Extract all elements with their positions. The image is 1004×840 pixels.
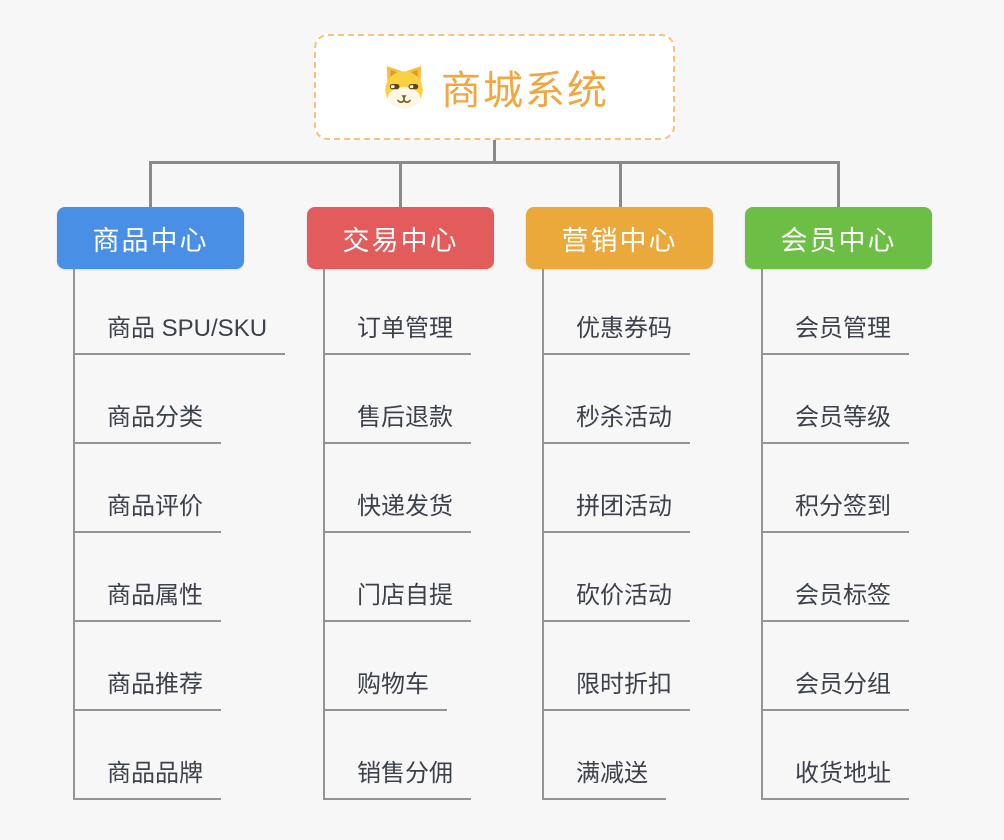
- branch-node-trade-center[interactable]: 交易中心: [307, 207, 494, 269]
- leaf-topic[interactable]: 优惠券码: [544, 269, 690, 355]
- connector-root-stub: [493, 140, 496, 162]
- leaf-topic[interactable]: 满减送: [544, 711, 666, 800]
- branch-node-member-center[interactable]: 会员中心: [745, 207, 932, 269]
- leaf-topic[interactable]: 会员分组: [763, 622, 909, 711]
- leaf-list-trade-center: 订单管理 售后退款 快递发货 门店自提 购物车 销售分佣: [323, 269, 471, 800]
- dog-face-icon: [380, 63, 428, 111]
- leaf-list-member-center: 会员管理 会员等级 积分签到 会员标签 会员分组 收货地址: [761, 269, 909, 800]
- leaf-topic[interactable]: 拼团活动: [544, 444, 690, 533]
- leaf-topic[interactable]: 商品品牌: [75, 711, 221, 800]
- leaf-list-marketing-center: 优惠券码 秒杀活动 拼团活动 砍价活动 限时折扣 满减送: [542, 269, 690, 800]
- connector-drop-marketing: [619, 161, 622, 207]
- branch-node-marketing-center[interactable]: 营销中心: [526, 207, 713, 269]
- leaf-topic[interactable]: 限时折扣: [544, 622, 690, 711]
- connector-drop-products: [149, 161, 152, 207]
- branch-trade-center: 交易中心 订单管理 售后退款 快递发货 门店自提 购物车 销售分佣: [307, 207, 494, 800]
- leaf-topic[interactable]: 会员管理: [763, 269, 909, 355]
- leaf-topic[interactable]: 购物车: [325, 622, 447, 711]
- leaf-topic[interactable]: 快递发货: [325, 444, 471, 533]
- leaf-topic[interactable]: 订单管理: [325, 269, 471, 355]
- leaf-topic[interactable]: 销售分佣: [325, 711, 471, 800]
- leaf-topic[interactable]: 门店自提: [325, 533, 471, 622]
- leaf-topic[interactable]: 商品评价: [75, 444, 221, 533]
- leaf-topic[interactable]: 商品 SPU/SKU: [75, 269, 286, 355]
- root-title: 商城系统: [441, 69, 609, 113]
- branch-member-center: 会员中心 会员管理 会员等级 积分签到 会员标签 会员分组 收货地址: [745, 207, 932, 800]
- leaf-topic[interactable]: 售后退款: [325, 355, 471, 444]
- leaf-topic[interactable]: 会员标签: [763, 533, 909, 622]
- leaf-topic[interactable]: 砍价活动: [544, 533, 690, 622]
- leaf-topic[interactable]: 商品推荐: [75, 622, 221, 711]
- connector-drop-trade: [399, 161, 402, 207]
- leaf-topic[interactable]: 商品分类: [75, 355, 221, 444]
- branch-marketing-center: 营销中心 优惠券码 秒杀活动 拼团活动 砍价活动 限时折扣 满减送: [526, 207, 713, 800]
- leaf-topic[interactable]: 秒杀活动: [544, 355, 690, 444]
- branch-node-product-center[interactable]: 商品中心: [57, 207, 244, 269]
- leaf-list-product-center: 商品 SPU/SKU 商品分类 商品评价 商品属性 商品推荐 商品品牌: [73, 269, 286, 800]
- leaf-topic[interactable]: 积分签到: [763, 444, 909, 533]
- branch-product-center: 商品中心 商品 SPU/SKU 商品分类 商品评价 商品属性 商品推荐 商品品牌: [57, 207, 286, 800]
- connector-drop-members: [837, 161, 840, 207]
- root-node[interactable]: 商城系统: [314, 34, 675, 140]
- leaf-topic[interactable]: 会员等级: [763, 355, 909, 444]
- leaf-topic[interactable]: 商品属性: [75, 533, 221, 622]
- leaf-topic[interactable]: 收货地址: [763, 711, 909, 800]
- connector-bus: [149, 161, 840, 164]
